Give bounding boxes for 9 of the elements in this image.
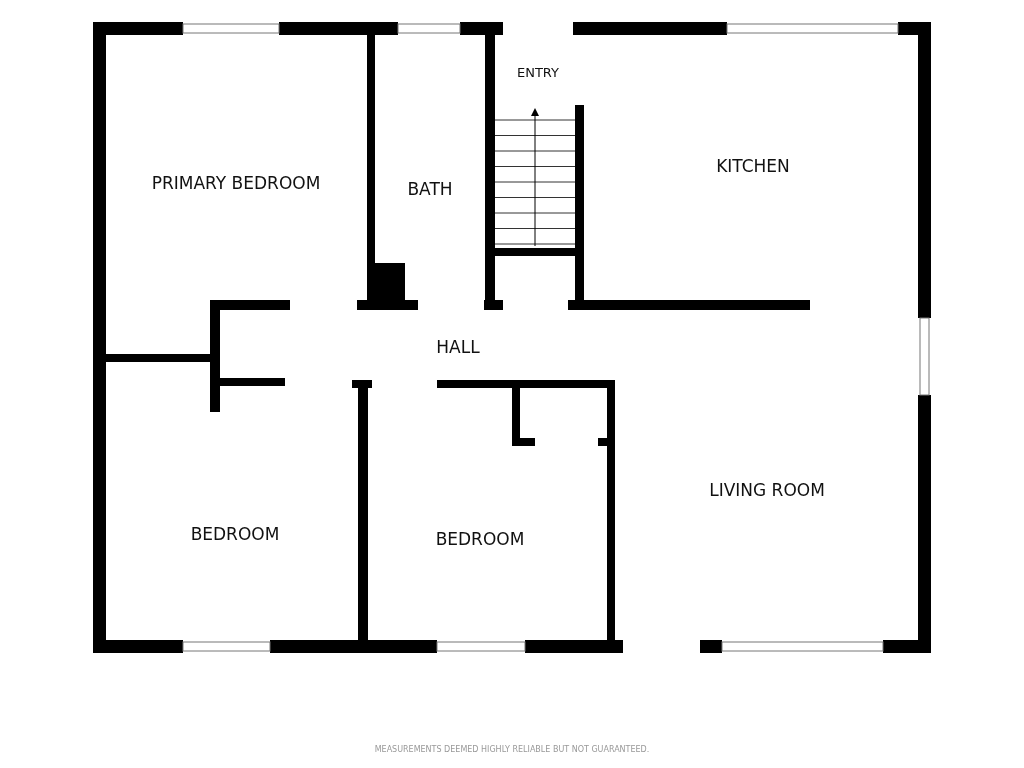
room-name: ENTRY: [517, 64, 559, 80]
room-name: KITCHEN: [716, 156, 790, 176]
room-name: BATH: [407, 179, 453, 199]
room-name: BEDROOM: [435, 529, 525, 549]
room-name: LIVING ROOM: [709, 480, 825, 500]
room-name: PRIMARY BEDROOM: [151, 173, 321, 193]
disclaimer-note: MEASUREMENTS DEEMED HIGHLY RELIABLE BUT NOT GUARANTEED.: [374, 745, 650, 754]
room-name: HALL: [436, 337, 480, 357]
room-name: BEDROOM: [190, 524, 280, 544]
